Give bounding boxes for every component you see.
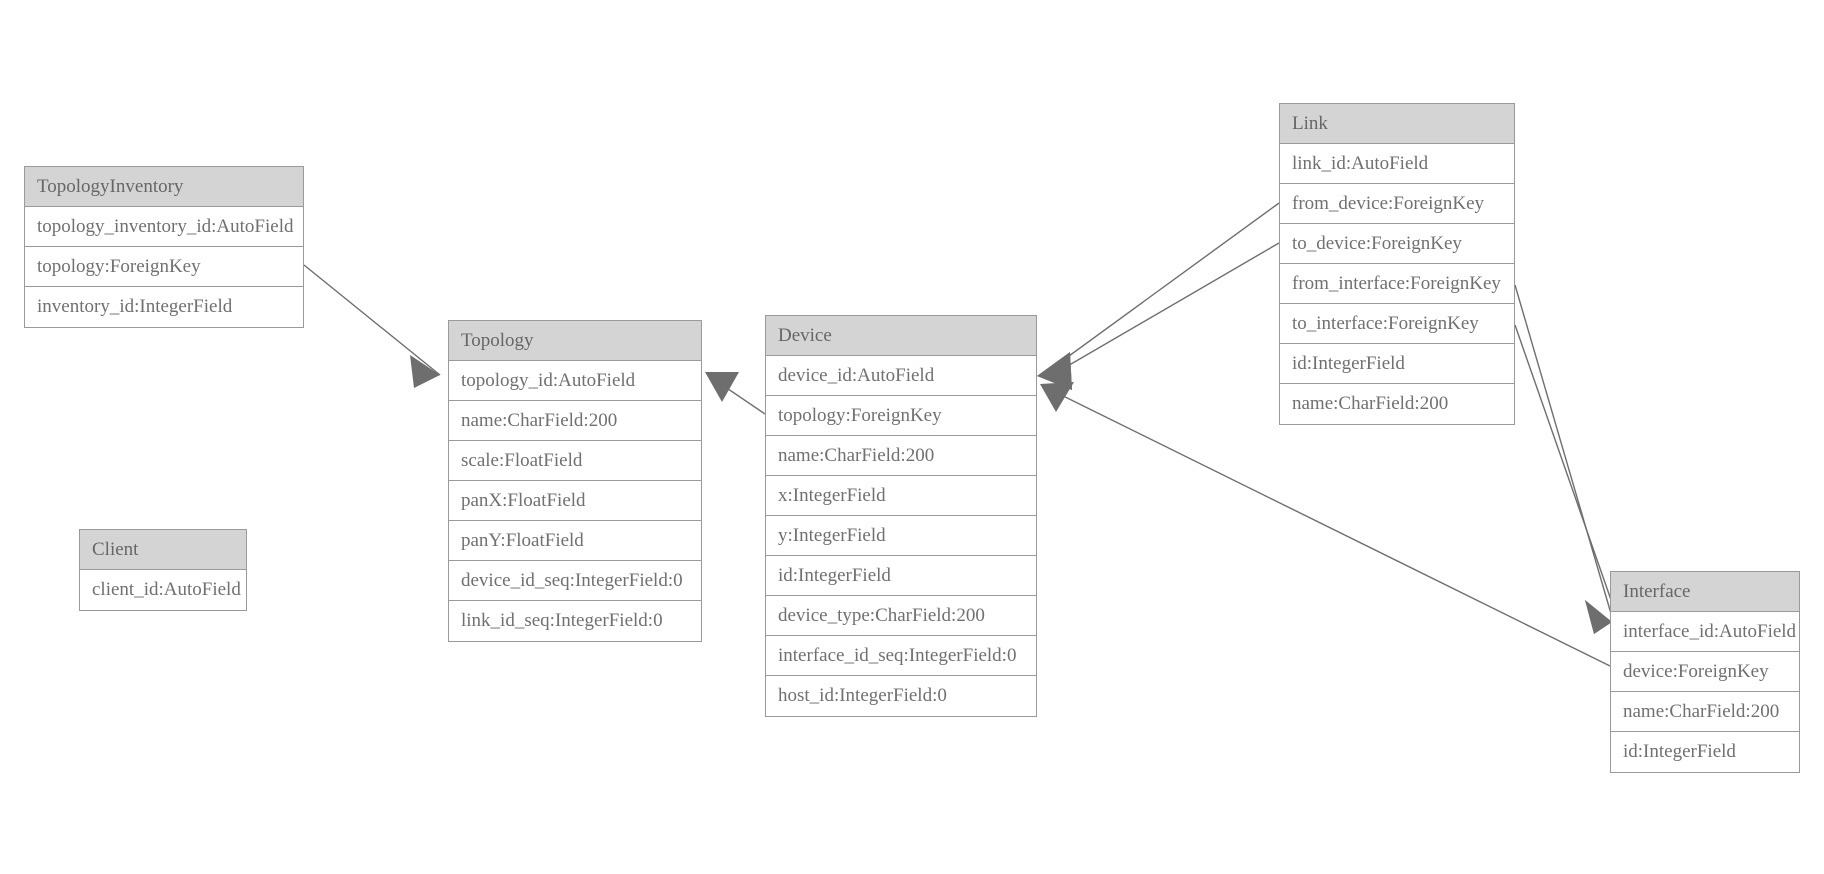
entity-field-row: inventory_id:IntegerField <box>25 287 303 327</box>
relation-topologyinventory-topology <box>303 264 441 388</box>
entity-field-row: name:CharField:200 <box>1280 384 1514 424</box>
relation-line <box>1046 387 1611 667</box>
entity-field-row: from_device:ForeignKey <box>1280 184 1514 224</box>
entity-field-row: y:IntegerField <box>766 516 1036 556</box>
relation-line <box>1046 242 1280 379</box>
entity-field-row: scale:FloatField <box>449 441 701 481</box>
relation-arrowhead-icon <box>1037 352 1072 390</box>
relation-device-topology <box>705 372 766 415</box>
relation-arrowhead-icon <box>1037 352 1072 390</box>
entity-field-row: id:IntegerField <box>1280 344 1514 384</box>
entity-field-row: x:IntegerField <box>766 476 1036 516</box>
entity-title-topology: Topology <box>449 321 701 361</box>
relation-link-to-device <box>1037 242 1280 390</box>
entity-field-row: device:ForeignKey <box>1611 652 1799 692</box>
relation-arrowhead-icon <box>705 372 739 402</box>
relation-line <box>303 264 441 376</box>
relation-arrowhead-icon <box>1585 600 1612 634</box>
entity-field-row: to_device:ForeignKey <box>1280 224 1514 264</box>
entity-field-row: id:IntegerField <box>1611 732 1799 772</box>
entity-field-row: device_type:CharField:200 <box>766 596 1036 636</box>
entity-field-row: host_id:IntegerField:0 <box>766 676 1036 716</box>
entity-field-row: name:CharField:200 <box>1611 692 1799 732</box>
entity-field-row: panX:FloatField <box>449 481 701 521</box>
entity-field-row: panY:FloatField <box>449 521 701 561</box>
entity-field-row: link_id:AutoField <box>1280 144 1514 184</box>
entity-title-link: Link <box>1280 104 1514 144</box>
relation-arrowhead-icon <box>1585 600 1612 634</box>
entity-title-interface: Interface <box>1611 572 1799 612</box>
entity-title-topology-inventory: TopologyInventory <box>25 167 303 207</box>
entity-field-row: name:CharField:200 <box>766 436 1036 476</box>
entity-field-row: topology:ForeignKey <box>766 396 1036 436</box>
entity-field-row: topology_inventory_id:AutoField <box>25 207 303 247</box>
entity-field-row: id:IntegerField <box>766 556 1036 596</box>
entity-field-row: client_id:AutoField <box>80 570 246 610</box>
entity-field-row: topology_id:AutoField <box>449 361 701 401</box>
entity-field-row: name:CharField:200 <box>449 401 701 441</box>
relation-arrowhead-icon <box>1040 382 1074 412</box>
entity-field-row: topology:ForeignKey <box>25 247 303 287</box>
entity-title-device: Device <box>766 316 1036 356</box>
entity-field-row: from_interface:ForeignKey <box>1280 264 1514 304</box>
relation-link-from-interface <box>1514 284 1613 634</box>
relation-line <box>1046 202 1280 373</box>
entity-field-row: device_id_seq:IntegerField:0 <box>449 561 701 601</box>
entity-title-client: Client <box>80 530 246 570</box>
entity-field-row: device_id:AutoField <box>766 356 1036 396</box>
entity-field-row: to_interface:ForeignKey <box>1280 304 1514 344</box>
relation-line <box>1514 324 1618 618</box>
relation-link-from-device <box>1037 202 1280 390</box>
entity-field-row: interface_id_seq:IntegerField:0 <box>766 636 1036 676</box>
entity-field-row: interface_id:AutoField <box>1611 612 1799 652</box>
relation-link-to-interface <box>1514 324 1618 634</box>
entity-field-row: link_id_seq:IntegerField:0 <box>449 601 701 641</box>
relation-line <box>711 377 766 415</box>
relation-line <box>1514 284 1613 618</box>
relation-arrowhead-icon <box>410 355 440 388</box>
